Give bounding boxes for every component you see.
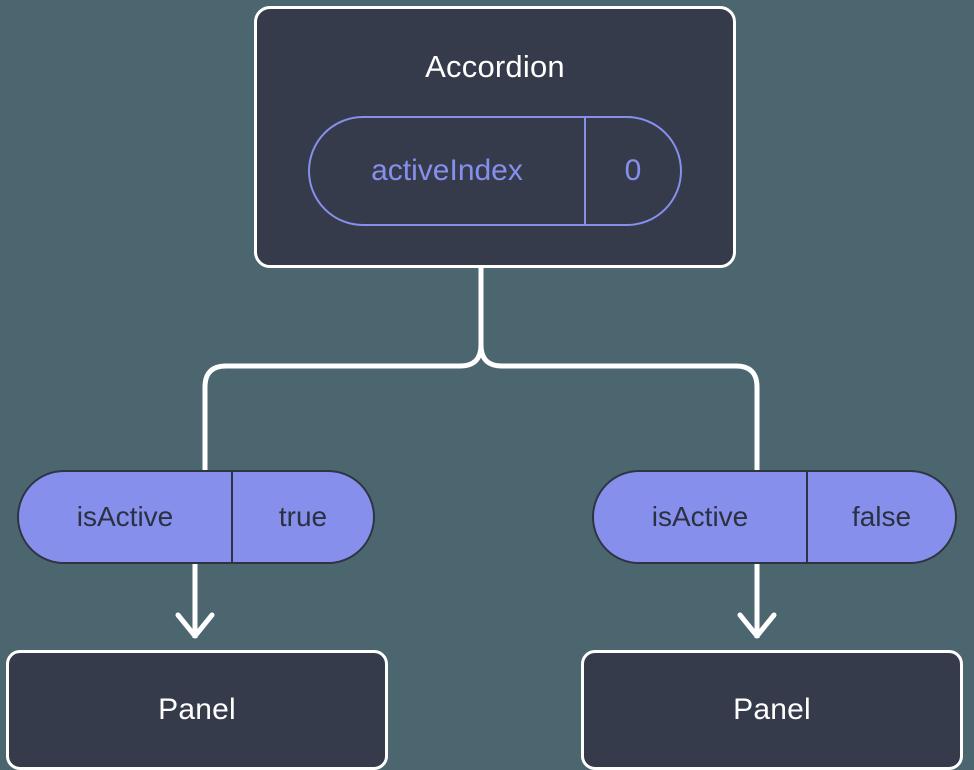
node-accordion-title: Accordion [425,49,565,84]
node-panel-left[interactable]: Panel [6,650,388,770]
prop-pill-key-left: isActive [19,472,233,562]
fork-connector-right [478,265,760,475]
arrow-head-right-icon [737,612,777,639]
node-panel-right[interactable]: Panel [581,650,963,770]
prop-pill-is-active-false[interactable]: isActive false [592,470,957,564]
prop-pill-key-right: isActive [594,472,808,562]
state-pill-value: 0 [624,154,642,187]
prop-pill-value-right: false [851,501,912,532]
prop-pill-is-active-true[interactable]: isActive true [17,470,375,564]
node-panel-left-title: Panel [158,693,236,726]
state-pill-key: activeIndex [310,118,586,224]
state-pill-active-index[interactable]: activeIndex 0 [308,116,682,226]
node-panel-right-title: Panel [733,693,811,726]
fork-connector [202,265,484,475]
arrow-head-left-icon [175,612,215,639]
prop-pill-value-left: true [278,501,328,532]
